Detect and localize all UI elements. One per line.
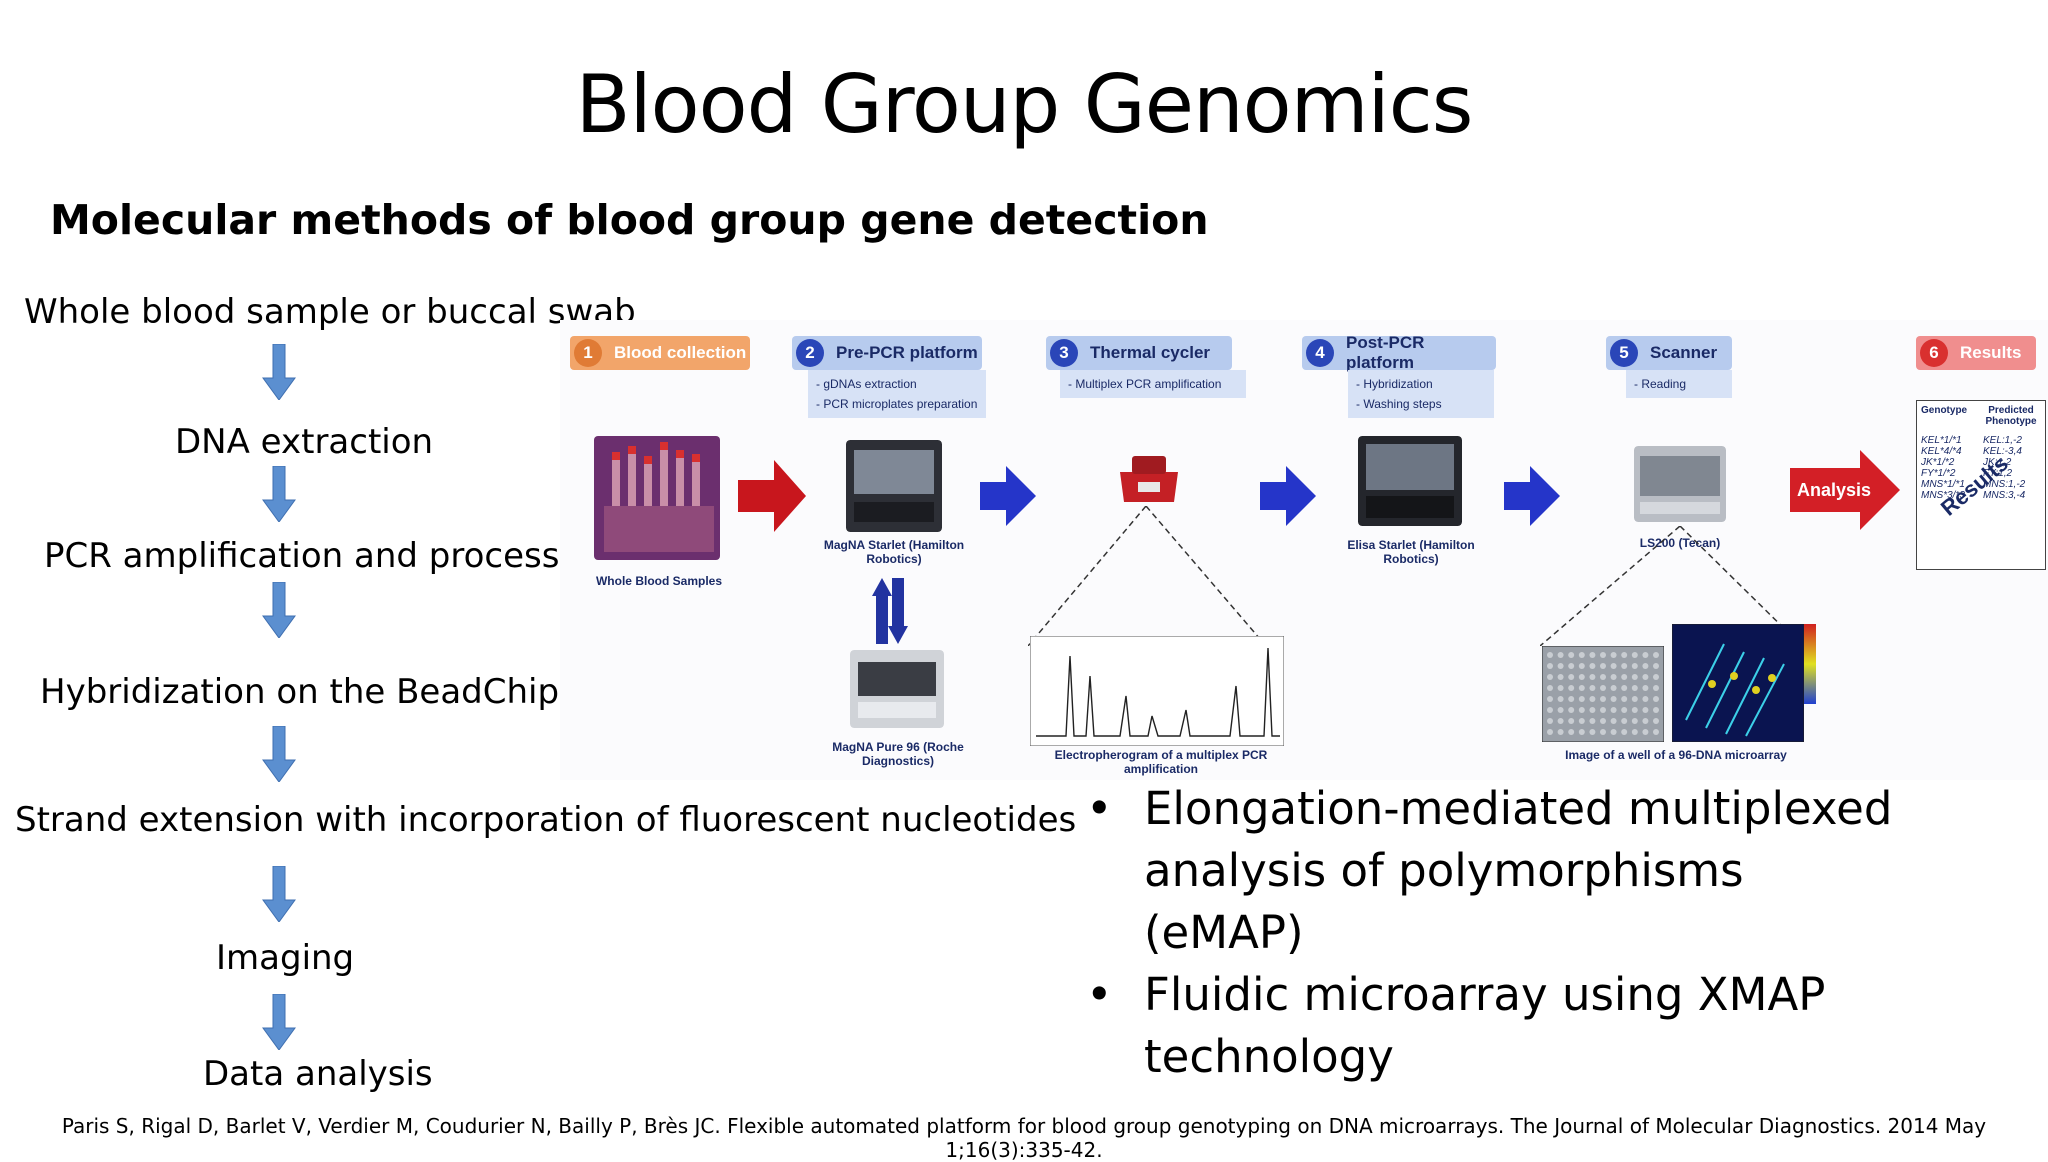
step-subitems-thermal-cycler: - Multiplex PCR amplification xyxy=(1060,370,1246,398)
caption-electropherogram: Electropherogram of a multiplex PCR ampl… xyxy=(1054,748,1268,776)
step-subitems-pre-pcr: - gDNAs extraction- PCR microplates prep… xyxy=(808,370,986,418)
microarray-well-image xyxy=(1542,646,1664,742)
elisa-starlet-image xyxy=(1358,436,1462,526)
caption-ls200: LS200 (Tecan) xyxy=(1639,536,1721,550)
flow-step-sample: Whole blood sample or buccal swab xyxy=(24,292,636,332)
flow-step-analysis: Data analysis xyxy=(203,1054,433,1094)
down-arrow-icon xyxy=(262,344,296,400)
zoom-lines xyxy=(1028,506,1267,646)
caption-elisa-starlet: Elisa Starlet (Hamilton Robotics) xyxy=(1347,538,1475,566)
microarray-3d-image xyxy=(1672,624,1804,742)
intensity-colorbar xyxy=(1804,624,1816,704)
caption-magna-starlet: MagNA Starlet (Hamilton Robotics) xyxy=(823,538,965,566)
flow-step-extraction: DNA extraction xyxy=(175,422,434,462)
down-arrow-icon xyxy=(262,582,296,638)
caption-magna-pure: MagNA Pure 96 (Roche Diagnostics) xyxy=(832,740,964,768)
caption-whole-blood: Whole Blood Samples xyxy=(595,574,722,588)
magna-pure-image xyxy=(850,650,944,728)
slide-title: Blood Group Genomics xyxy=(575,58,1474,151)
magna-starlet-image xyxy=(846,440,942,532)
flow-step-extension: Strand extension with incorporation of f… xyxy=(15,800,1077,840)
bullet-list: •Elongation-mediated multiplexed analysi… xyxy=(1080,778,1904,1088)
down-arrow-icon xyxy=(262,466,296,522)
bullet-item: •Fluidic microarray using XMAP technolog… xyxy=(1086,968,1826,1083)
step-subitems-post-pcr: - Hybridization- Washing steps xyxy=(1348,370,1494,418)
slide-subtitle: Molecular methods of blood group gene de… xyxy=(50,196,1209,244)
flow-step-imaging: Imaging xyxy=(216,938,355,978)
flow-step-pcr: PCR amplification and processing xyxy=(44,536,612,576)
step-subitems-scanner: - Reading xyxy=(1626,370,1732,398)
down-arrow-icon xyxy=(262,866,296,922)
flow-step-hybridization: Hybridization on the BeadChip xyxy=(40,672,560,712)
down-arrow-icon xyxy=(262,726,296,782)
blood-samples-photo xyxy=(594,436,720,560)
down-arrow-icon xyxy=(262,994,296,1050)
red-arrow-icon xyxy=(738,460,806,532)
blue-arrow-icon xyxy=(1504,466,1560,526)
electropherogram-plot xyxy=(1030,636,1284,746)
analysis-label: Analysis xyxy=(1796,480,1872,500)
blue-arrow-icon xyxy=(1260,466,1316,526)
bidirectional-arrow-icon xyxy=(872,578,908,644)
thermal-cycler-image xyxy=(1120,456,1178,502)
citation: Paris S, Rigal D, Barlet V, Verdier M, C… xyxy=(61,1114,1987,1162)
ls200-scanner-image xyxy=(1634,446,1726,522)
caption-microarray: Image of a well of a 96-DNA microarray xyxy=(1565,748,1787,762)
blue-arrow-icon xyxy=(980,466,1036,526)
analysis-arrow xyxy=(1790,450,1900,530)
bullet-item: •Elongation-mediated multiplexed analysi… xyxy=(1086,782,1893,959)
